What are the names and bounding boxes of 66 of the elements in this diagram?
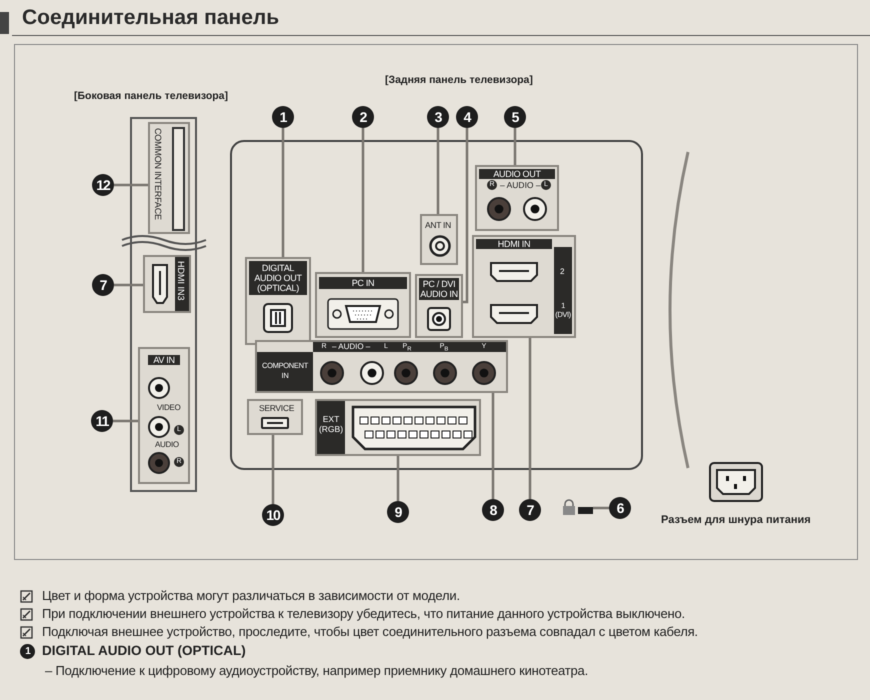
leader-line — [396, 456, 400, 501]
callout-number: 9 — [387, 501, 409, 523]
rear-panel — [230, 140, 643, 470]
callout-number: 1 — [20, 644, 35, 659]
port-label: 2 — [560, 267, 564, 276]
leader-line — [114, 184, 148, 186]
port-label: – AUDIO – — [332, 342, 370, 352]
leader-line — [362, 128, 364, 272]
leader-line — [528, 338, 532, 499]
port-label: – AUDIO – — [500, 180, 541, 190]
port-label: HDMI IN — [476, 239, 552, 249]
port-panel — [475, 165, 559, 231]
panel-heading: [Боковая панель телевизора] — [74, 90, 228, 102]
leader-line — [113, 420, 138, 422]
leader-line — [492, 393, 494, 499]
leader-line — [436, 128, 440, 214]
callout-number: 4 — [456, 106, 478, 128]
callout-number: 10 — [262, 504, 284, 526]
note-text: Подключая внешнее устройство, проследите, чтобы цвет соединительного разъема совпадал с цветом кабеля. — [42, 624, 698, 639]
lock-slot-icon — [562, 499, 593, 517]
port-label: AV IN — [148, 355, 180, 365]
leader-line — [593, 506, 609, 510]
description-text: – Подключение к цифровому аудиоустройству, например приемнику домашнего кинотеатра. — [45, 663, 588, 678]
port-label: AUDIO OUT — [479, 169, 555, 179]
port-label: AUDIO — [155, 440, 179, 449]
port-label: ANT IN — [425, 220, 451, 230]
leader-line — [114, 284, 143, 286]
port-panel — [315, 399, 481, 456]
card-slot-panel — [148, 122, 190, 234]
port-label: DIGITAL AUDIO OUT (OPTICAL) — [249, 261, 307, 295]
leader-line — [282, 128, 284, 257]
callout-number: 6 — [609, 497, 631, 519]
leader-line — [514, 128, 516, 165]
socket-caption: Разъем для шнура питания — [661, 514, 811, 526]
section-heading: DIGITAL AUDIO OUT (OPTICAL) — [42, 643, 246, 658]
callout-number: 12 — [92, 174, 114, 196]
port-panel — [315, 272, 411, 338]
callout-number: 8 — [482, 499, 504, 521]
port-panel — [420, 214, 458, 265]
note-text: Цвет и форма устройства могут различаться в зависимости от модели. — [42, 588, 460, 603]
port-panel — [472, 235, 576, 338]
page-title: Соединительная панель — [22, 6, 280, 30]
callout-number: 7 — [519, 499, 541, 521]
callout-number: 1 — [272, 106, 294, 128]
leader-line — [463, 128, 468, 304]
port-label: VIDEO — [157, 403, 180, 412]
port-label: PC / DVI AUDIO IN — [419, 278, 459, 300]
port-label: COMMON INTERFACE — [153, 128, 163, 220]
callout-number: 11 — [91, 410, 113, 432]
note-text: При подключении внешнего устройства к телевизору убедитесь, что питание данного устройства выключено. — [42, 606, 685, 621]
port-label: HDMI IN3 — [176, 261, 186, 301]
port-panel — [255, 340, 508, 393]
callout-number: 3 — [427, 106, 449, 128]
callout-number: 5 — [504, 106, 526, 128]
port-label: PC IN — [319, 277, 407, 289]
port-label: SERVICE — [259, 403, 294, 413]
panel-heading: [Задняя панель телевизора] — [385, 74, 533, 86]
port-panel — [143, 255, 191, 313]
port-panel — [138, 347, 190, 484]
port-panel — [245, 257, 311, 345]
leader-line — [272, 435, 274, 504]
port-panel — [247, 399, 303, 435]
port-label: EXT (RGB) — [318, 414, 344, 434]
port-panel — [415, 274, 463, 338]
callout-number: 2 — [352, 106, 374, 128]
callout-number: 7 — [92, 274, 114, 296]
